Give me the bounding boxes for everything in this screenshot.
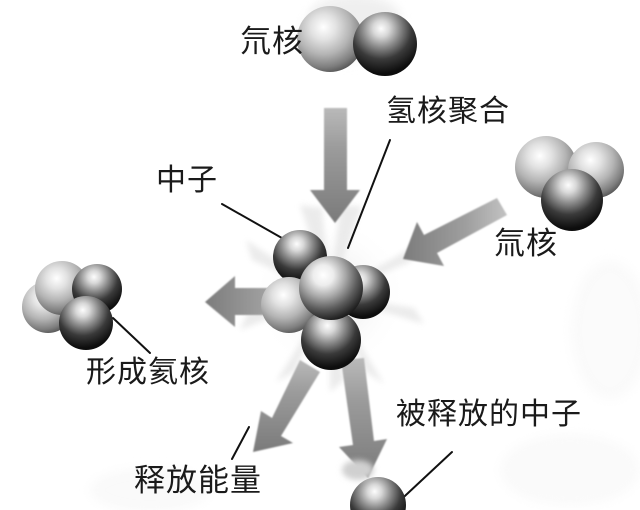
pointer-helium bbox=[112, 317, 151, 354]
deuterium-cluster bbox=[297, 0, 417, 76]
pointer-energy bbox=[231, 426, 250, 460]
arrow-deuterium-to-core bbox=[310, 108, 360, 223]
arrow-core-to-energy bbox=[253, 360, 320, 452]
pointer-fusion bbox=[347, 139, 391, 249]
label-released-neutron: 被释放的中子 bbox=[396, 398, 582, 431]
label-helium-formed: 形成氦核 bbox=[86, 356, 210, 389]
label-energy-released: 释放能量 bbox=[134, 463, 262, 498]
label-hydrogen-fusion: 氢核聚合 bbox=[386, 95, 510, 128]
released-neutron-sphere bbox=[342, 460, 406, 510]
arrow-core-to-released-neutron bbox=[339, 358, 387, 478]
label-neutron: 中子 bbox=[156, 164, 218, 197]
label-deuterium-nucleus: 氘核 bbox=[240, 24, 304, 59]
arrow-tritium-to-core bbox=[403, 198, 507, 266]
helium-cluster bbox=[22, 261, 122, 350]
tritium-cluster bbox=[515, 136, 624, 231]
fusion-core-cluster bbox=[261, 230, 390, 370]
label-tritium-nucleus: 氚核 bbox=[494, 226, 558, 261]
